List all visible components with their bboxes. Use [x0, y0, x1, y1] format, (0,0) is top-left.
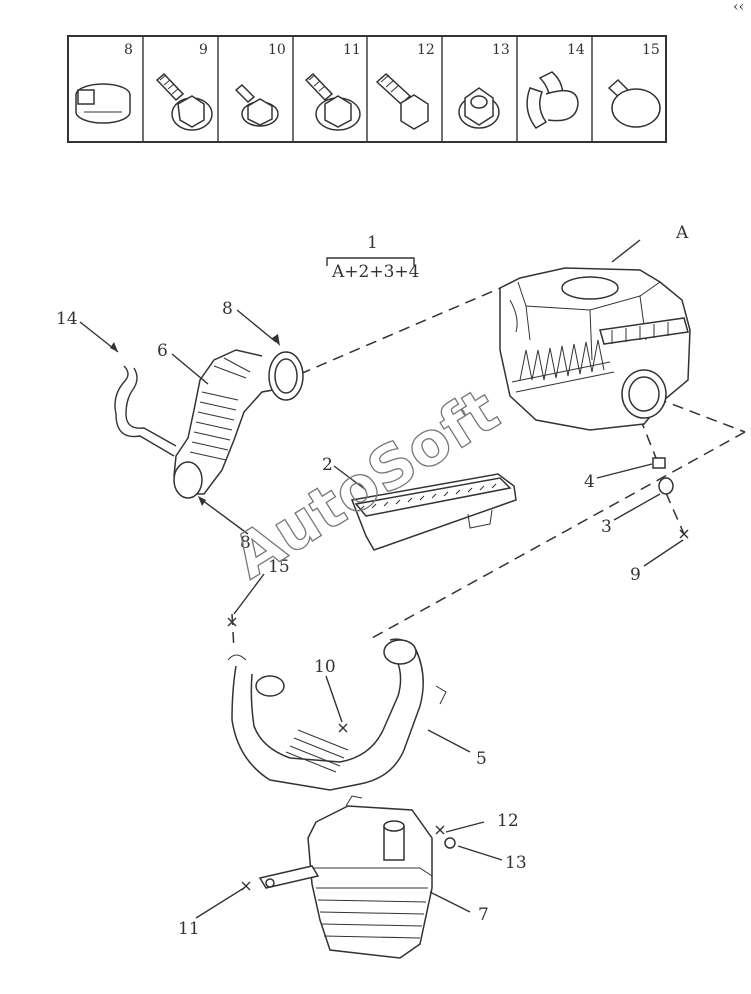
table-number-9: 9	[199, 42, 208, 58]
callout-8-bottom: 8	[240, 533, 251, 553]
push-rivet-icon	[607, 78, 661, 128]
flange-nut-icon	[458, 87, 500, 129]
callout-A: A	[675, 223, 689, 243]
table-number-8: 8	[124, 42, 133, 58]
assembly-formula: A+2+3+4	[331, 262, 419, 282]
flange-bolt-icon	[304, 72, 361, 131]
resonator-box	[258, 795, 433, 959]
callout-9: 9	[630, 565, 641, 585]
part-3-bushing	[658, 477, 674, 495]
callout-14: 14	[56, 309, 78, 329]
part-12-bolt-mark	[435, 825, 445, 835]
part-10-bolt-mark	[338, 723, 348, 733]
hex-bolt-small-icon	[234, 83, 279, 127]
leader-lines	[79, 239, 684, 919]
callout-2: 2	[322, 455, 333, 475]
part-13-nut	[444, 837, 456, 849]
table-number-13: 13	[492, 42, 510, 58]
callout-12: 12	[497, 811, 519, 831]
air-filter-element	[350, 473, 517, 551]
assembly-label: 1 A+2+3+4	[326, 233, 419, 282]
table-number-11: 11	[343, 42, 361, 58]
part-9-bolt-mark	[679, 529, 689, 539]
hose-clamp-icon	[75, 83, 131, 124]
flange-bolt-icon	[155, 72, 213, 131]
hex-bolt-threaded-icon	[375, 72, 429, 130]
intake-duct	[227, 638, 447, 791]
callout-11: 11	[178, 919, 200, 939]
callout-10: 10	[314, 657, 336, 677]
callout-5: 5	[476, 749, 487, 769]
fastener-table: 8 9 10 11 12 13 14 15	[67, 35, 667, 143]
callout-7: 7	[478, 905, 489, 925]
callout-13: 13	[505, 853, 527, 873]
table-number-14: 14	[567, 42, 585, 58]
callout-15: 15	[268, 557, 290, 577]
table-number-15: 15	[642, 42, 660, 58]
spring-clip-icon	[526, 71, 579, 129]
air-cleaner-housing	[499, 267, 691, 431]
corner-mark: ‹‹	[733, 0, 744, 15]
table-number-12: 12	[417, 42, 435, 58]
callout-3: 3	[601, 517, 612, 537]
intake-hose	[114, 349, 304, 499]
callout-8-top: 8	[222, 299, 233, 319]
part-15-rivet-mark	[227, 617, 237, 627]
assembly-number: 1	[367, 233, 378, 253]
callout-4: 4	[584, 472, 595, 492]
part-4-grommet	[652, 457, 666, 469]
callout-6: 6	[157, 341, 168, 361]
callout-labels: A 14 8 6 2 4 3 8 15 9 10 5 12 13 7 11	[56, 223, 689, 939]
table-number-10: 10	[268, 42, 286, 58]
